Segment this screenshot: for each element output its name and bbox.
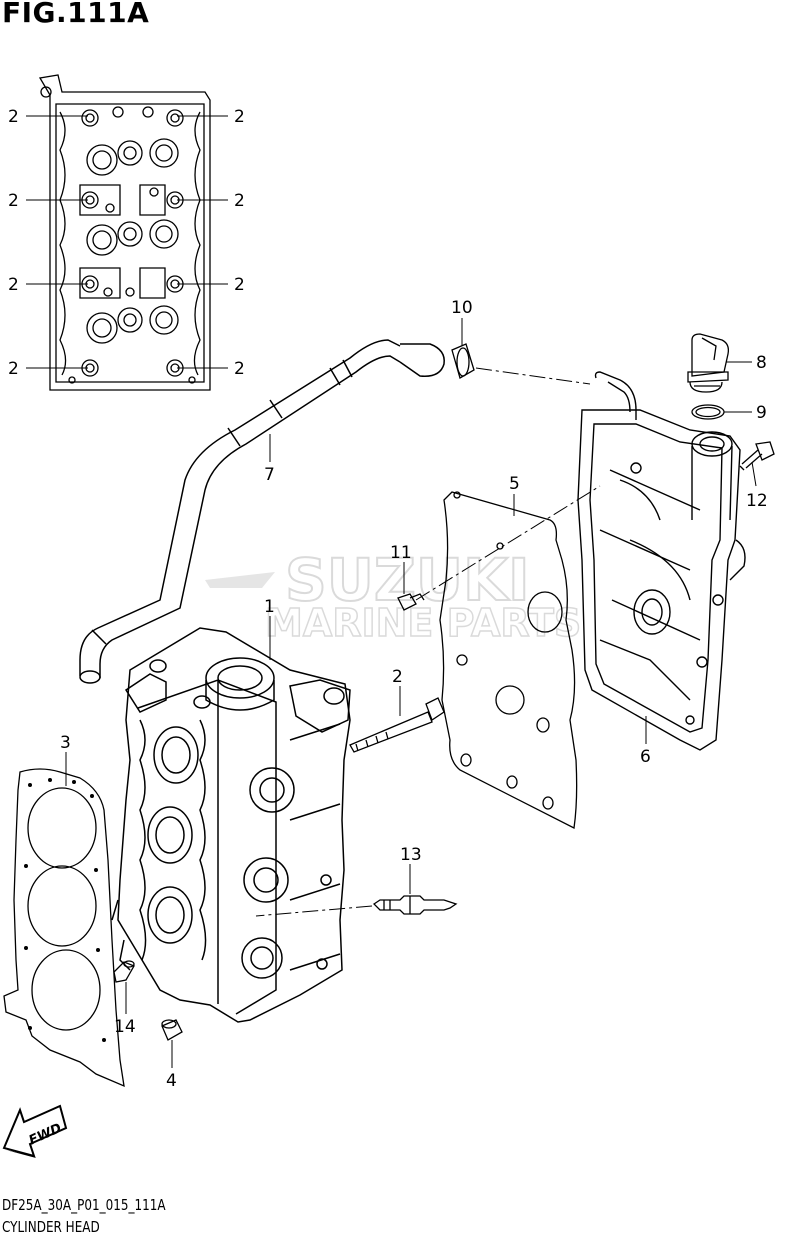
callout-14: 14 bbox=[114, 1017, 136, 1037]
bolt-part-11 bbox=[397, 593, 425, 611]
callout-5: 5 bbox=[509, 474, 520, 494]
callout-2: 2 bbox=[8, 359, 19, 379]
watermark: SUZUKI MARINE PARTS bbox=[205, 545, 582, 646]
hose-clip-part-10 bbox=[451, 343, 475, 379]
callout-9: 9 bbox=[756, 403, 767, 423]
head-gasket-part-3 bbox=[3, 768, 125, 1088]
figure-code: DF25A_30A_P01_015_111A bbox=[2, 1196, 166, 1214]
callout-6: 6 bbox=[640, 747, 651, 767]
cylinder-head-part-1 bbox=[111, 627, 351, 1023]
callout-2: 2 bbox=[8, 107, 19, 127]
plug-part-8 bbox=[687, 333, 730, 393]
o-ring-part-9 bbox=[691, 404, 725, 420]
top-view-leaders bbox=[26, 115, 228, 369]
cylinder-head-cover-part-6 bbox=[577, 371, 746, 751]
callout-2: 2 bbox=[8, 275, 19, 295]
callout-10: 10 bbox=[451, 298, 473, 318]
callout-12: 12 bbox=[746, 491, 768, 511]
dowel-part-14 bbox=[113, 960, 135, 983]
hose-part-7 bbox=[79, 339, 445, 684]
callout-2: 2 bbox=[234, 275, 245, 295]
callout-8: 8 bbox=[756, 353, 767, 373]
callout-2: 2 bbox=[8, 191, 19, 211]
callout-3: 3 bbox=[60, 733, 71, 753]
callout-7: 7 bbox=[264, 465, 275, 485]
watermark-line1: SUZUKI bbox=[285, 546, 530, 614]
callout-2: 2 bbox=[234, 107, 245, 127]
figure-name: CYLINDER HEAD bbox=[2, 1218, 100, 1236]
spark-plug-part-13 bbox=[372, 895, 458, 915]
figure-title: FIG.111A bbox=[2, 0, 150, 29]
callout-13: 13 bbox=[400, 845, 422, 865]
callout-2: 2 bbox=[234, 359, 245, 379]
callouts: 2 2 2 2 2 2 2 2 10 8 9 7 5 12 11 1 2 3 6… bbox=[8, 107, 768, 1091]
callout-2: 2 bbox=[392, 667, 403, 687]
fwd-arrow-icon: FWD bbox=[2, 1104, 68, 1158]
callout-11: 11 bbox=[390, 543, 412, 563]
dowel-part-4 bbox=[161, 1019, 183, 1041]
callout-1: 1 bbox=[264, 597, 275, 617]
bolt-part-12 bbox=[739, 441, 775, 471]
bolt-part-2 bbox=[349, 697, 445, 753]
gasket-part-5 bbox=[439, 491, 578, 829]
watermark-line2: MARINE PARTS bbox=[265, 601, 581, 645]
callout-2: 2 bbox=[234, 191, 245, 211]
leader-lines bbox=[65, 318, 757, 1068]
cylinder-head-top-view bbox=[38, 74, 211, 391]
callout-4: 4 bbox=[166, 1071, 177, 1091]
